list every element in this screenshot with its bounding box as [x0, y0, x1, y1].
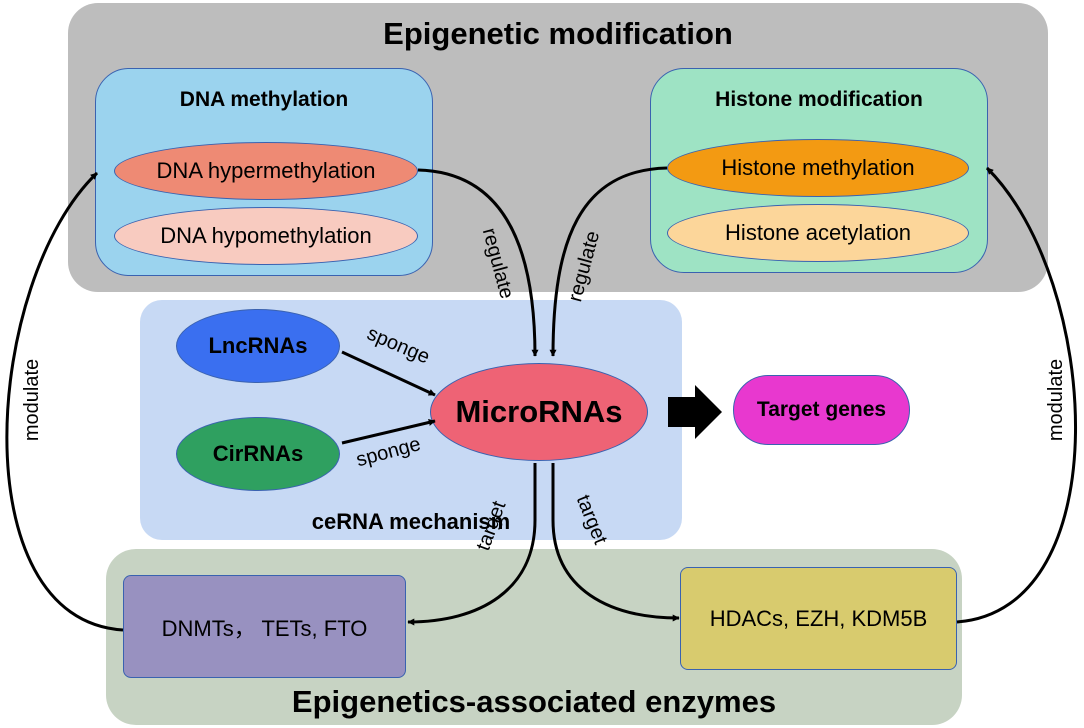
modulate-right-arrow: [956, 166, 1077, 624]
regulate-left-arrow: [417, 168, 539, 357]
modulate-right-label: modulate: [1045, 359, 1067, 441]
target-left-label: target: [472, 498, 510, 554]
sponge-top-label: sponge: [364, 323, 433, 369]
lncrnas-node: LncRNAs: [176, 309, 340, 383]
dna-methylation-title: DNA methylation: [179, 88, 349, 111]
micrornas-node: MicroRNAs: [430, 363, 648, 461]
target-right-label: target: [572, 492, 612, 548]
hdacs-ezh-kdm5b-box: HDACs, EZH, KDM5B: [680, 567, 957, 670]
epigenetic-modification-title: Epigenetic modification: [383, 16, 733, 51]
microrna-to-target-genes-arrow: [668, 385, 722, 439]
histone-acetylation-node: Histone acetylation: [667, 204, 969, 262]
target-right-arrow: [551, 463, 680, 622]
modulate-left-arrow: [5, 171, 124, 632]
sponge-top-arrow: [341, 350, 436, 397]
regulate-right-label: regulate: [564, 229, 604, 305]
modulate-left-label: modulate: [21, 359, 43, 441]
histone-modification-title: Histone modification: [715, 88, 923, 111]
histone-methylation-node: Histone methylation: [667, 139, 969, 197]
cerna-mechanism-title: ceRNA mechanism: [311, 509, 511, 534]
regulate-right-arrow: [549, 166, 668, 357]
regulate-left-label: regulate: [478, 226, 518, 302]
target-left-arrow: [407, 463, 537, 626]
sponge-bottom-arrow: [341, 419, 436, 445]
dna-hypermethylation-node: DNA hypermethylation: [114, 142, 418, 200]
enzymes-title: Epigenetics-associated enzymes: [291, 684, 777, 719]
dnmts-tets-fto-box: DNMTs， TETs, FTO: [123, 575, 406, 678]
dna-hypomethylation-node: DNA hypomethylation: [114, 207, 418, 265]
cirrnas-node: CirRNAs: [176, 417, 340, 491]
target-genes-node: Target genes: [733, 375, 910, 445]
